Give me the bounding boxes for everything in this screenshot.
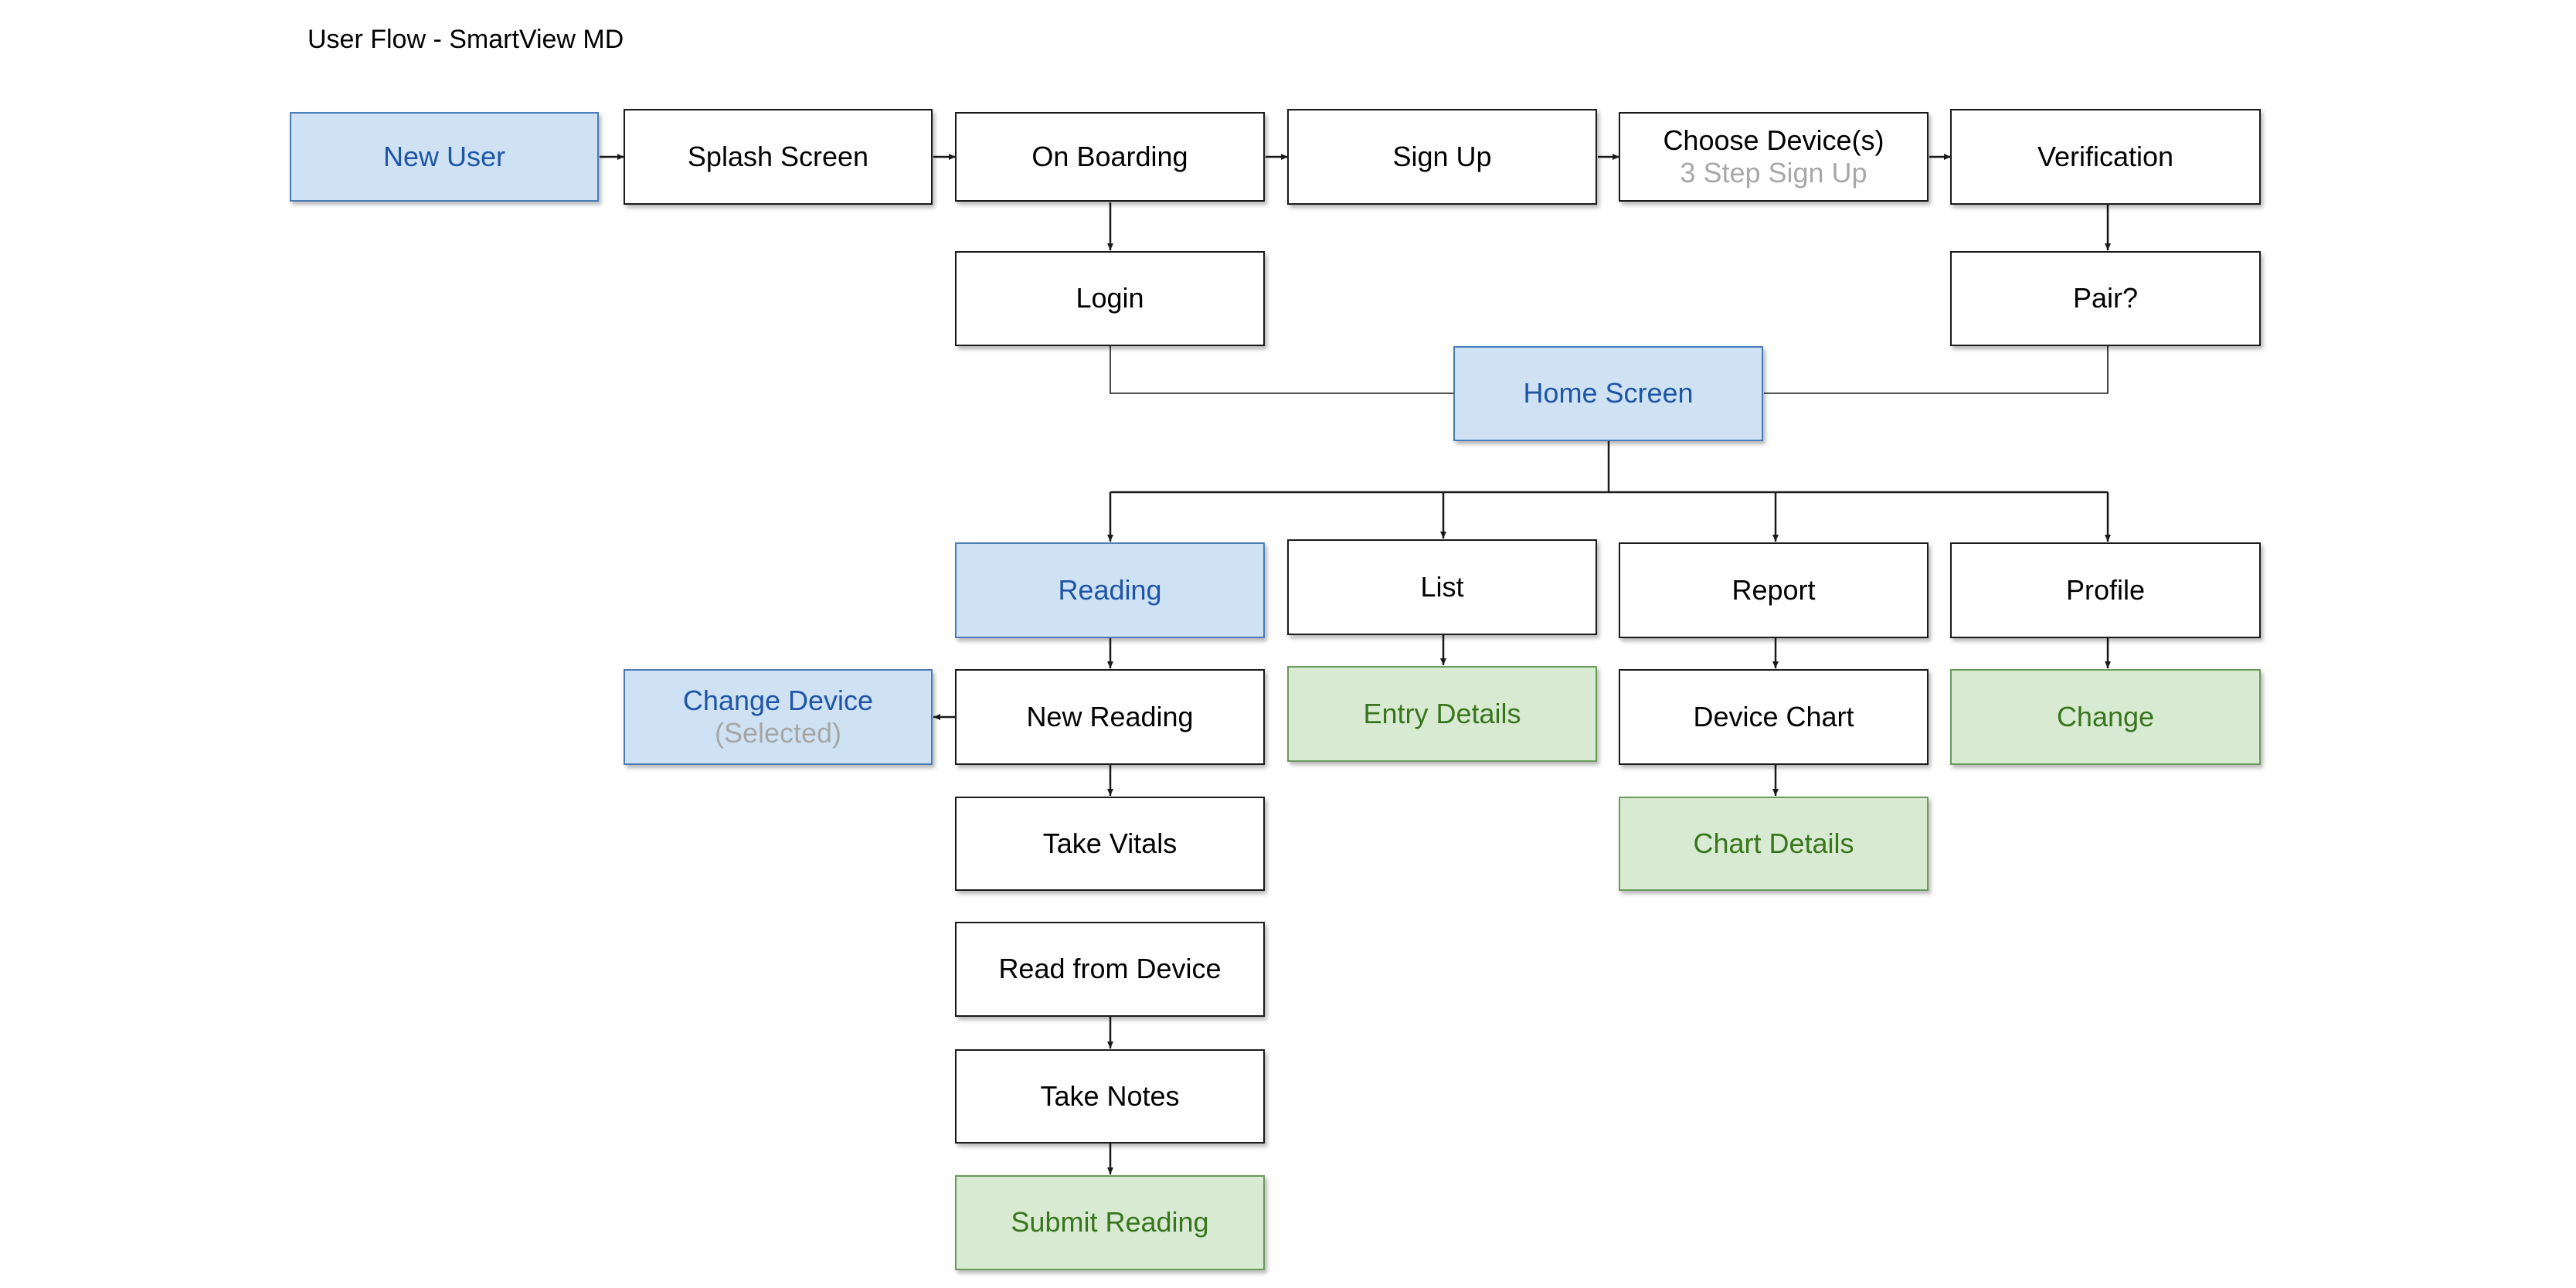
diagram-title: User Flow - SmartView MD: [308, 25, 624, 54]
node-label: Take Vitals: [1042, 827, 1178, 859]
node-sign-up[interactable]: Sign Up: [1287, 109, 1597, 205]
node-label: Pair?: [2072, 282, 2139, 314]
node-label: Report: [1731, 573, 1816, 606]
node-label: List: [1420, 570, 1464, 603]
node-label: New Reading: [1026, 700, 1194, 732]
node-read-from-device[interactable]: Read from Device: [955, 922, 1265, 1017]
node-on-boarding[interactable]: On Boarding: [955, 112, 1265, 202]
node-verification[interactable]: Verification: [1950, 109, 2261, 205]
node-label: Login: [1076, 282, 1144, 314]
edge-pair-to-home: [1764, 346, 2109, 394]
node-label: Choose Device(s): [1663, 124, 1884, 156]
node-splash-screen[interactable]: Splash Screen: [624, 109, 933, 205]
node-label: New User: [382, 140, 506, 172]
node-pair[interactable]: Pair?: [1950, 251, 2261, 346]
node-profile[interactable]: Profile: [1950, 542, 2261, 638]
node-change-device[interactable]: Change Device (Selected): [624, 669, 933, 765]
node-label: Entry Details: [1363, 697, 1521, 729]
node-entry-details[interactable]: Entry Details: [1287, 666, 1597, 762]
node-new-reading[interactable]: New Reading: [955, 669, 1265, 765]
node-choose-device[interactable]: Choose Device(s) 3 Step Sign Up: [1619, 112, 1929, 202]
node-label: Chart Details: [1693, 827, 1854, 859]
node-chart-details[interactable]: Chart Details: [1619, 797, 1929, 891]
node-home-screen[interactable]: Home Screen: [1453, 346, 1763, 441]
node-label: Verification: [2037, 140, 2174, 172]
node-list[interactable]: List: [1287, 539, 1597, 635]
node-report[interactable]: Report: [1619, 542, 1929, 638]
node-label: Splash Screen: [687, 140, 869, 172]
node-label: On Boarding: [1031, 140, 1188, 172]
node-label: Read from Device: [998, 953, 1222, 985]
node-submit-reading[interactable]: Submit Reading: [955, 1175, 1265, 1270]
node-label: Device Chart: [1693, 700, 1854, 732]
node-label: Take Notes: [1040, 1079, 1180, 1112]
node-take-vitals[interactable]: Take Vitals: [955, 797, 1265, 891]
node-device-chart[interactable]: Device Chart: [1619, 669, 1929, 765]
node-sublabel: 3 Step Sign Up: [1680, 157, 1867, 189]
node-sublabel: (Selected): [714, 717, 842, 749]
node-reading[interactable]: Reading: [955, 542, 1265, 638]
node-login[interactable]: Login: [955, 251, 1265, 346]
node-label: Reading: [1058, 573, 1162, 606]
node-label: Home Screen: [1523, 377, 1694, 410]
edge-login-to-home: [1110, 346, 1453, 394]
node-label: Profile: [2065, 573, 2146, 606]
node-label: Sign Up: [1392, 140, 1492, 172]
node-label: Submit Reading: [1011, 1206, 1209, 1239]
node-label: Change Device: [682, 684, 874, 716]
node-label: Change: [2056, 700, 2155, 732]
node-new-user[interactable]: New User: [290, 112, 599, 202]
node-take-notes[interactable]: Take Notes: [955, 1049, 1265, 1144]
node-change[interactable]: Change: [1950, 669, 2261, 765]
